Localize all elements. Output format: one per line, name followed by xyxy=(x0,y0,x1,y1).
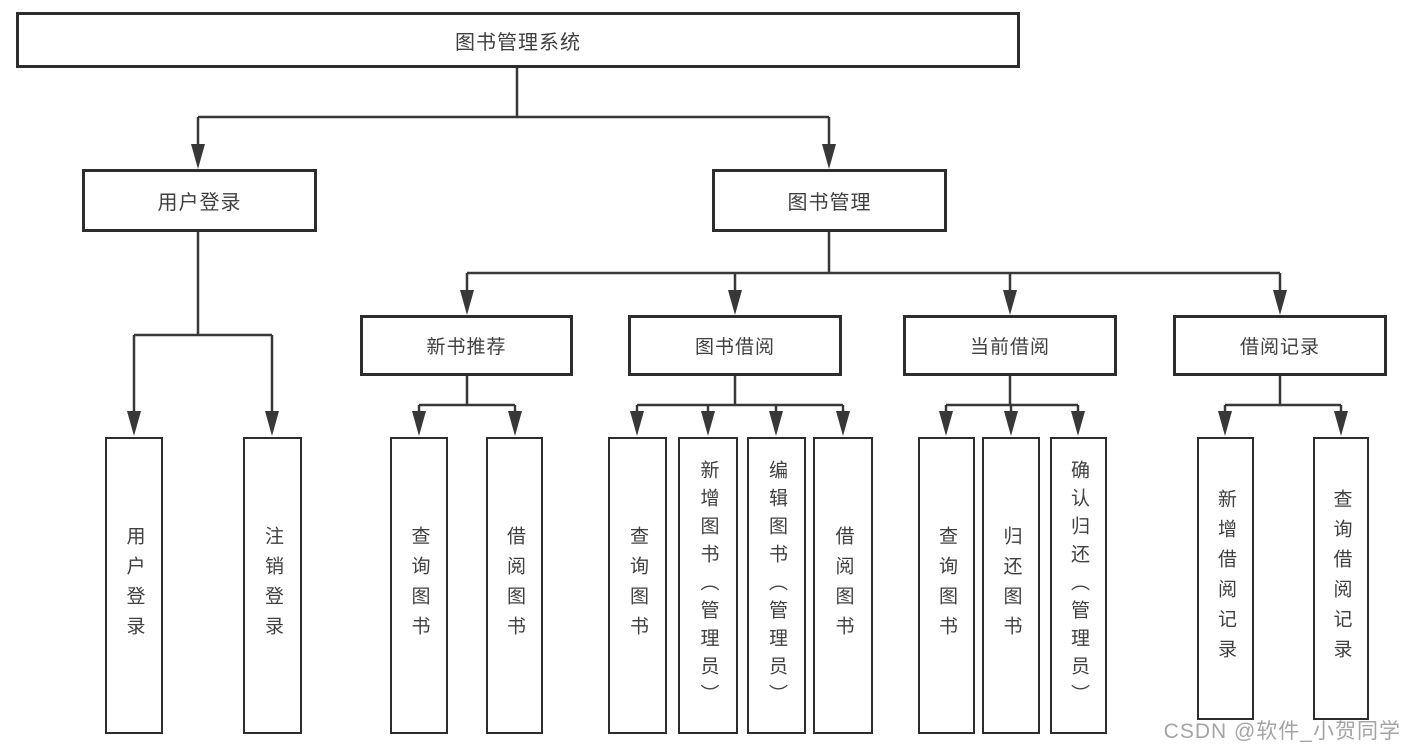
node-borrow-records: 借阅记录 xyxy=(1173,315,1387,376)
leaf-query-borrow-record: 查询借阅记录 xyxy=(1313,437,1369,720)
leaf-borrow-book-recommend: 借阅图书 xyxy=(486,437,543,734)
node-current-borrow: 当前借阅 xyxy=(903,315,1117,376)
node-book-borrow: 图书借阅 xyxy=(628,315,842,376)
csdn-watermark: CSDN @软件_小贺同学 xyxy=(1163,720,1401,743)
node-user-login: 用户登录 xyxy=(82,169,317,232)
leaf-add-borrow-record: 新增借阅记录 xyxy=(1197,437,1254,720)
leaf-query-book-current: 查询图书 xyxy=(918,437,975,734)
node-library-management-system: 图书管理系统 xyxy=(16,12,1020,68)
node-new-book-recommend: 新书推荐 xyxy=(360,315,573,376)
node-book-management: 图书管理 xyxy=(712,169,947,232)
leaf-edit-book-admin: 编辑图书（管理员） xyxy=(747,437,806,734)
leaf-confirm-return-admin: 确认归还（管理员） xyxy=(1050,437,1107,734)
leaf-return-book: 归还图书 xyxy=(982,437,1040,734)
leaf-query-book-recommend: 查询图书 xyxy=(390,437,448,734)
arrowheads xyxy=(127,144,1348,436)
leaf-add-book-admin: 新增图书（管理员） xyxy=(678,437,738,734)
leaf-user-login: 用户登录 xyxy=(105,437,163,734)
leaf-query-book-borrow: 查询图书 xyxy=(608,437,667,734)
leaf-borrow-book: 借阅图书 xyxy=(813,437,873,734)
leaf-logout: 注销登录 xyxy=(243,437,302,734)
